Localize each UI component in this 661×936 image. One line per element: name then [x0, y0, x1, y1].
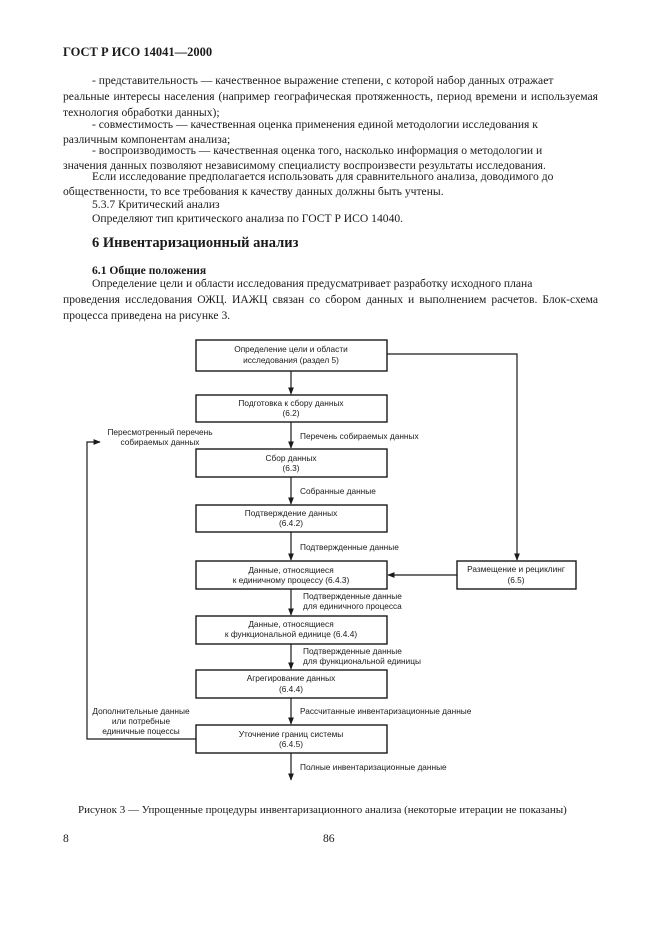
- document-header: ГОСТ Р ИСО 14041—2000: [63, 45, 213, 59]
- flow-label-validated-func-2: для функциональной единицы: [303, 656, 421, 666]
- box-validate-line1: Подтверждение данных: [245, 508, 338, 518]
- flow-label-validated-func-1: Подтвержденные данные: [303, 646, 402, 656]
- box-prep-line2: (6.2): [282, 408, 299, 418]
- box-alloc-line1: Размещение и рециклинг: [467, 564, 565, 574]
- figure-caption: Рисунок 3 — Упрощенные процедуры инвента…: [78, 804, 567, 816]
- flow-label-validated-unit-1: Подтвержденные данные: [303, 591, 402, 601]
- flow-label-calculated: Рассчитанные инвентаризационные данные: [300, 706, 472, 716]
- flow-label-collected: Собранные данные: [300, 486, 376, 496]
- box-goal-line1: Определение цели и области: [234, 344, 348, 354]
- box-aggr-line1: Агрегирование данных: [247, 673, 336, 683]
- box-unit-line1: Данные, относящиеся: [248, 565, 333, 575]
- paragraph-reproducibility: - воспроизводимость — качественная оценк…: [92, 144, 543, 157]
- side-label-revised-1: Пересмотренный перечень: [107, 427, 212, 437]
- box-alloc-line2: (6.5): [507, 575, 524, 585]
- paragraph-reproducibility-cont: значения данных позволяют независимому с…: [63, 159, 546, 172]
- box-validate-line2: (6.4.2): [279, 518, 303, 528]
- side-label-additional-2: или потребные: [112, 716, 171, 726]
- box-refine-line2: (6.4.5): [279, 739, 303, 749]
- paragraph-compatibility: - совместимость — качественная оценка пр…: [92, 118, 538, 131]
- page-number-left: 8: [63, 832, 69, 845]
- side-label-additional-3: единичные поцессы: [102, 726, 180, 736]
- side-label-revised-2: собираемых данных: [121, 437, 201, 447]
- paragraph-representativeness-cont: реальные интересы населения (например ге…: [63, 90, 598, 119]
- paragraph-critical-review-type: Определяют тип критического анализа по Г…: [92, 212, 404, 225]
- arrow-feedback-revised-list: [86, 439, 196, 740]
- paragraph-comparative: Если исследование предполагается использ…: [92, 170, 554, 183]
- box-func-line1: Данные, относящиеся: [248, 619, 333, 629]
- box-collect-line1: Сбор данных: [265, 453, 317, 463]
- section-title: 6 Инвентаризационный анализ: [92, 235, 299, 251]
- flow-label-complete: Полные инвентаризационные данные: [300, 762, 447, 772]
- box-unit-line2: к единичному процессу (6.4.3): [233, 575, 350, 585]
- box-func-line2: к функциональной единице (6.4.4): [225, 629, 357, 639]
- page-number-center: 86: [323, 832, 335, 845]
- paragraph-representativeness: - представительность — качественное выра…: [92, 74, 554, 87]
- paragraph-critical-review: 5.3.7 Критический анализ: [92, 198, 220, 211]
- box-aggr-line2: (6.4.4): [279, 684, 303, 694]
- box-prep-line1: Подготовка к сбору данных: [238, 398, 344, 408]
- paragraph-comparative-cont: общественности, то все требования к каче…: [63, 185, 444, 198]
- side-label-additional-1: Дополнительные данные: [92, 706, 190, 716]
- paragraph-general: Определение цели и области исследования …: [92, 277, 533, 290]
- paragraph-general-cont: проведения исследования ОЖЦ. ИАЖЦ связан…: [63, 293, 598, 322]
- flow-label-validated-unit-2: для единичного процесса: [303, 601, 402, 611]
- paragraph-compatibility-cont: различным компонентам анализа;: [63, 133, 231, 146]
- flow-label-list: Перечень собираемых данных: [300, 431, 419, 441]
- arrow-goal-to-allocation: [387, 353, 520, 561]
- subsection-title: 6.1 Общие положения: [92, 264, 207, 277]
- box-goal-line2: исследования (раздел 5): [243, 355, 339, 365]
- flow-label-validated: Подтвержденные данные: [300, 542, 399, 552]
- box-collect-line2: (6.3): [282, 463, 299, 473]
- box-refine-line1: Уточнение границ системы: [239, 729, 344, 739]
